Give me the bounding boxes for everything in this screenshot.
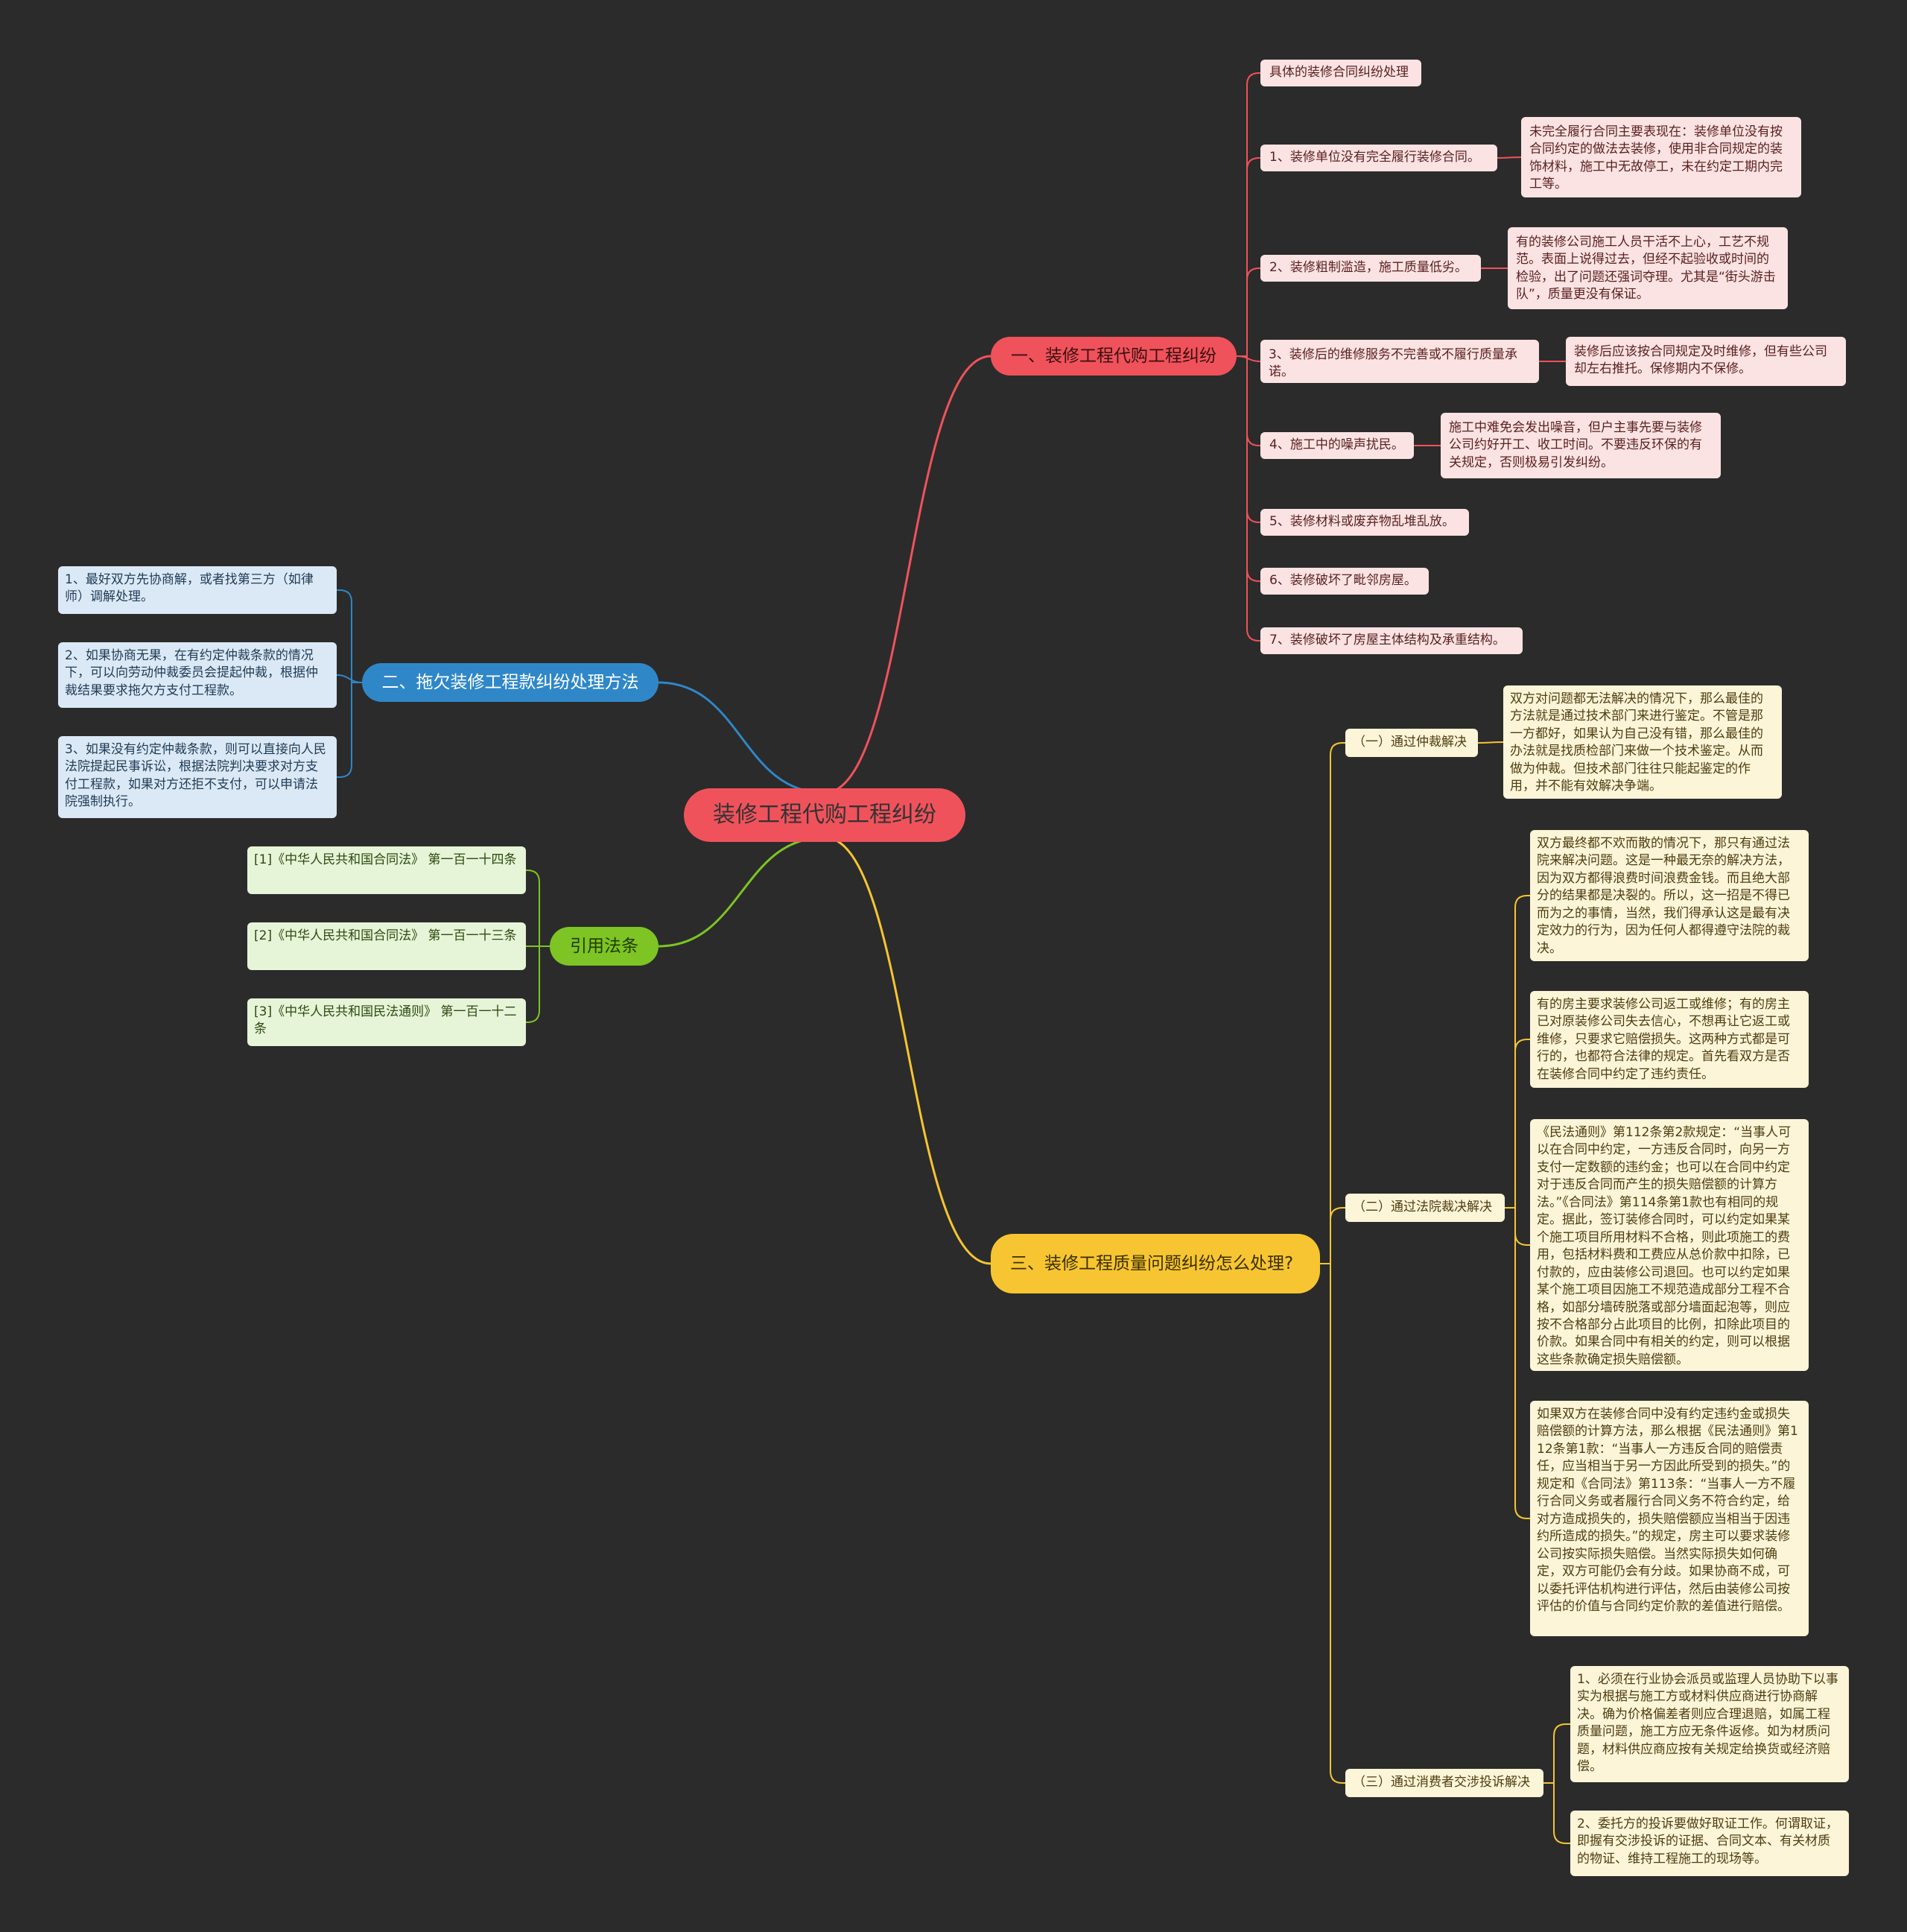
edge-b4-s3-0: [1543, 1723, 1570, 1784]
edge-b1-1: [1237, 157, 1260, 357]
detail-maintenance-service[interactable]: 装修后应该按合同规定及时维修，但有些公司却左右推托。保修期内不保修。: [1566, 337, 1846, 386]
edge-b1-2: [1237, 267, 1260, 357]
edge-root-branch2: [658, 681, 825, 794]
topic-poor-quality[interactable]: 2、装修粗制滥造，施工质量低劣。: [1260, 255, 1481, 282]
edge-root-branch4: [824, 836, 991, 1265]
detail-court-2[interactable]: 有的房主要求装修公司返工或维修；有的房主已对原装修公司失去信心，不想再让它返工或…: [1530, 991, 1809, 1088]
edge-b3-2: [526, 946, 550, 1023]
topic-materials-piled[interactable]: 5、装修材料或废弃物乱堆乱放。: [1260, 509, 1469, 536]
edge-b4-s2-0: [1505, 895, 1530, 1209]
method-lawsuit[interactable]: 3、如果没有约定仲裁条款，则可以直接向人民法院提起民事诉讼，根据法院判决要求对方…: [58, 736, 337, 818]
edge-b4-s3-1: [1543, 1782, 1570, 1844]
edge-b1-4: [1237, 355, 1260, 446]
edge-b4-s2-1: [1505, 1039, 1530, 1209]
edge-b4-1: [1320, 1207, 1345, 1264]
branch-quality-disputes[interactable]: 三、装修工程质量问题纠纷怎么处理?: [991, 1234, 1320, 1293]
edge-b1-detail-0: [1497, 156, 1522, 159]
edge-b2-2: [337, 682, 362, 778]
edge-b4-2: [1320, 1263, 1345, 1784]
branch-cited-laws[interactable]: 引用法条: [550, 927, 659, 966]
topic-maintenance-service[interactable]: 3、装修后的维修服务不完善或不履行质量承诺。: [1260, 340, 1539, 383]
edge-root-branch3: [658, 836, 825, 948]
branch-unpaid-fee-methods[interactable]: 二、拖欠装修工程款纠纷处理方法: [362, 663, 659, 702]
edge-b4-s2-2: [1505, 1207, 1530, 1246]
sub-court-ruling[interactable]: （二）通过法院裁决解决: [1345, 1194, 1505, 1222]
root-topic[interactable]: 装修工程代购工程纠纷: [684, 788, 965, 842]
branch-purchase-disputes[interactable]: 一、装修工程代购工程纠纷: [991, 337, 1237, 376]
law-contract-113[interactable]: [2]《中华人民共和国合同法》 第一百一十三条: [247, 922, 526, 970]
detail-poor-quality[interactable]: 有的装修公司施工人员干活不上心，工艺不规范。表面上说得过去，但经不起验收或时间的…: [1508, 227, 1788, 309]
edge-b2-0: [337, 589, 362, 683]
edge-b4-s2-3: [1505, 1207, 1530, 1519]
edge-b1-0: [1237, 72, 1260, 357]
detail-noise-disturbance[interactable]: 施工中难免会发出噪音，但户主事先要与装修公司约好开工、收工时间。不要违反环保的有…: [1441, 413, 1721, 478]
method-arbitration[interactable]: 2、如果协商无果，在有约定仲裁条款的情况下，可以向劳动仲裁委员会提起仲裁，根据仲…: [58, 642, 337, 708]
edge-b1-3: [1236, 355, 1261, 362]
topic-contract-not-fulfilled[interactable]: 1、装修单位没有完全履行装修合同。: [1260, 145, 1497, 171]
sub-arbitration[interactable]: （一）通过仲裁解决: [1345, 729, 1478, 757]
topic-neighbor-damage[interactable]: 6、装修破坏了毗邻房屋。: [1260, 568, 1429, 595]
law-contract-114[interactable]: [1]《中华人民共和国合同法》 第一百一十四条: [247, 846, 526, 894]
detail-court-3[interactable]: 《民法通则》第112条第2款规定：“当事人可以在合同中约定，一方违反合同时，向另…: [1530, 1119, 1809, 1371]
edge-b2-1: [336, 674, 363, 683]
topic-noise-disturbance[interactable]: 4、施工中的噪声扰民。: [1260, 432, 1414, 459]
detail-complaint-2[interactable]: 2、委托方的投诉要做好取证工作。何谓取证，即握有交涉投诉的证据、合同文本、有关材…: [1570, 1811, 1849, 1876]
edge-root-branch1: [824, 355, 991, 794]
detail-court-1[interactable]: 双方最终都不欢而散的情况下，那只有通过法院来解决问题。这是一种最无奈的解决方法，…: [1530, 830, 1809, 961]
detail-court-4[interactable]: 如果双方在装修合同中没有约定违约金或损失赔偿额的计算方法，那么根据《民法通则》第…: [1530, 1401, 1809, 1636]
detail-arbitration[interactable]: 双方对问题都无法解决的情况下，那么最佳的方法就是通过技术部门来进行鉴定。不管是那…: [1503, 685, 1782, 799]
topic-structure-damage[interactable]: 7、装修破坏了房屋主体结构及承重结构。: [1260, 627, 1523, 654]
topic-contract-dispute-handling[interactable]: 具体的装修合同纠纷处理: [1260, 60, 1421, 86]
edge-b4-s1: [1477, 741, 1504, 744]
sub-consumer-complaint[interactable]: （三）通过消费者交涉投诉解决: [1345, 1769, 1543, 1797]
edge-b1-7: [1237, 355, 1260, 642]
law-civil-112[interactable]: [3]《中华人民共和国民法通则》 第一百一十二条: [247, 998, 526, 1046]
detail-contract-not-fulfilled[interactable]: 未完全履行合同主要表现在：装修单位没有按合同约定的做法去装修，使用非合同规定的装…: [1521, 117, 1801, 197]
detail-complaint-1[interactable]: 1、必须在行业协会派员或监理人员协助下以事实为根据与施工方或材料供应商进行协商解…: [1570, 1666, 1849, 1782]
edge-b4-0: [1320, 742, 1345, 1264]
method-negotiation[interactable]: 1、最好双方先协商解，或者找第三方（如律师）调解处理。: [58, 566, 337, 614]
edge-b1-6: [1237, 355, 1260, 582]
edge-b3-0: [526, 870, 550, 947]
